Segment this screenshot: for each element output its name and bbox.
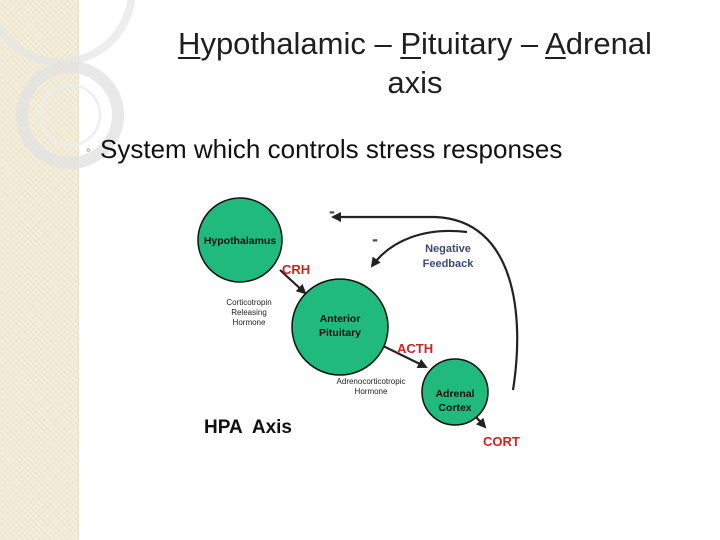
arrow-adrenal-to-cort [475, 416, 487, 429]
feedback-label-line2: Feedback [423, 258, 475, 270]
hormone-label-crh: CRH [282, 262, 310, 277]
title-letter-p: P [400, 26, 422, 61]
feedback-minus-top: - [329, 201, 335, 221]
node-label-hypothalamus: Hypothalamus [204, 235, 277, 247]
bullet-marker-icon: ◦ [86, 142, 91, 157]
acth-description-line1: Adrenocorticotropic [337, 377, 406, 386]
arrow-hypothalamus-to-pituitary [279, 269, 307, 295]
acth-description-line2: Hormone [355, 387, 388, 396]
feedback-curve [331, 212, 519, 391]
bullet-item: ◦ System which controls stress responses [86, 132, 562, 167]
node-label-adrenal: Adrenal [435, 388, 474, 400]
title-line-1: Hypothalamic – Pituitary – Adrenal [110, 24, 720, 63]
hpa-axis-diagram: Hypothalamus Anterior Pituitary Adrenal … [197, 197, 520, 449]
title-line-2: axis [387, 65, 443, 100]
node-label-cortex: Cortex [438, 402, 471, 414]
node-anterior-pituitary [291, 278, 389, 376]
node-label-pituitary: Pituitary [319, 327, 361, 339]
hormone-label-cort: CORT [483, 434, 520, 449]
hormone-label-acth: ACTH [397, 341, 433, 356]
node-label-anterior: Anterior [320, 313, 361, 325]
decorative-side-strip [0, 0, 79, 540]
decorative-rings [0, 0, 136, 169]
node-adrenal-cortex [421, 358, 489, 426]
title-letter-a: A [545, 26, 566, 61]
bullet-text: System which controls stress responses [100, 134, 563, 164]
crh-description-line2: Releasing [231, 308, 267, 317]
page-title: Hypothalamic – Pituitary – Adrenal axis [110, 24, 720, 102]
crh-description-line3: Hormone [233, 318, 266, 327]
title-letter-h: H [178, 26, 201, 61]
feedback-curve-inner [370, 229, 468, 268]
crh-description-line1: Corticotropin [226, 298, 271, 307]
title-segment-1: ypothalamic – [200, 26, 401, 61]
node-hypothalamus [197, 197, 283, 283]
feedback-label-line1: Negative [425, 243, 471, 255]
title-segment-3: drenal [565, 26, 652, 61]
title-segment-2: ituitary – [421, 26, 546, 61]
diagram-caption: HPA Axis [204, 417, 292, 438]
feedback-minus-mid: - [372, 229, 378, 249]
